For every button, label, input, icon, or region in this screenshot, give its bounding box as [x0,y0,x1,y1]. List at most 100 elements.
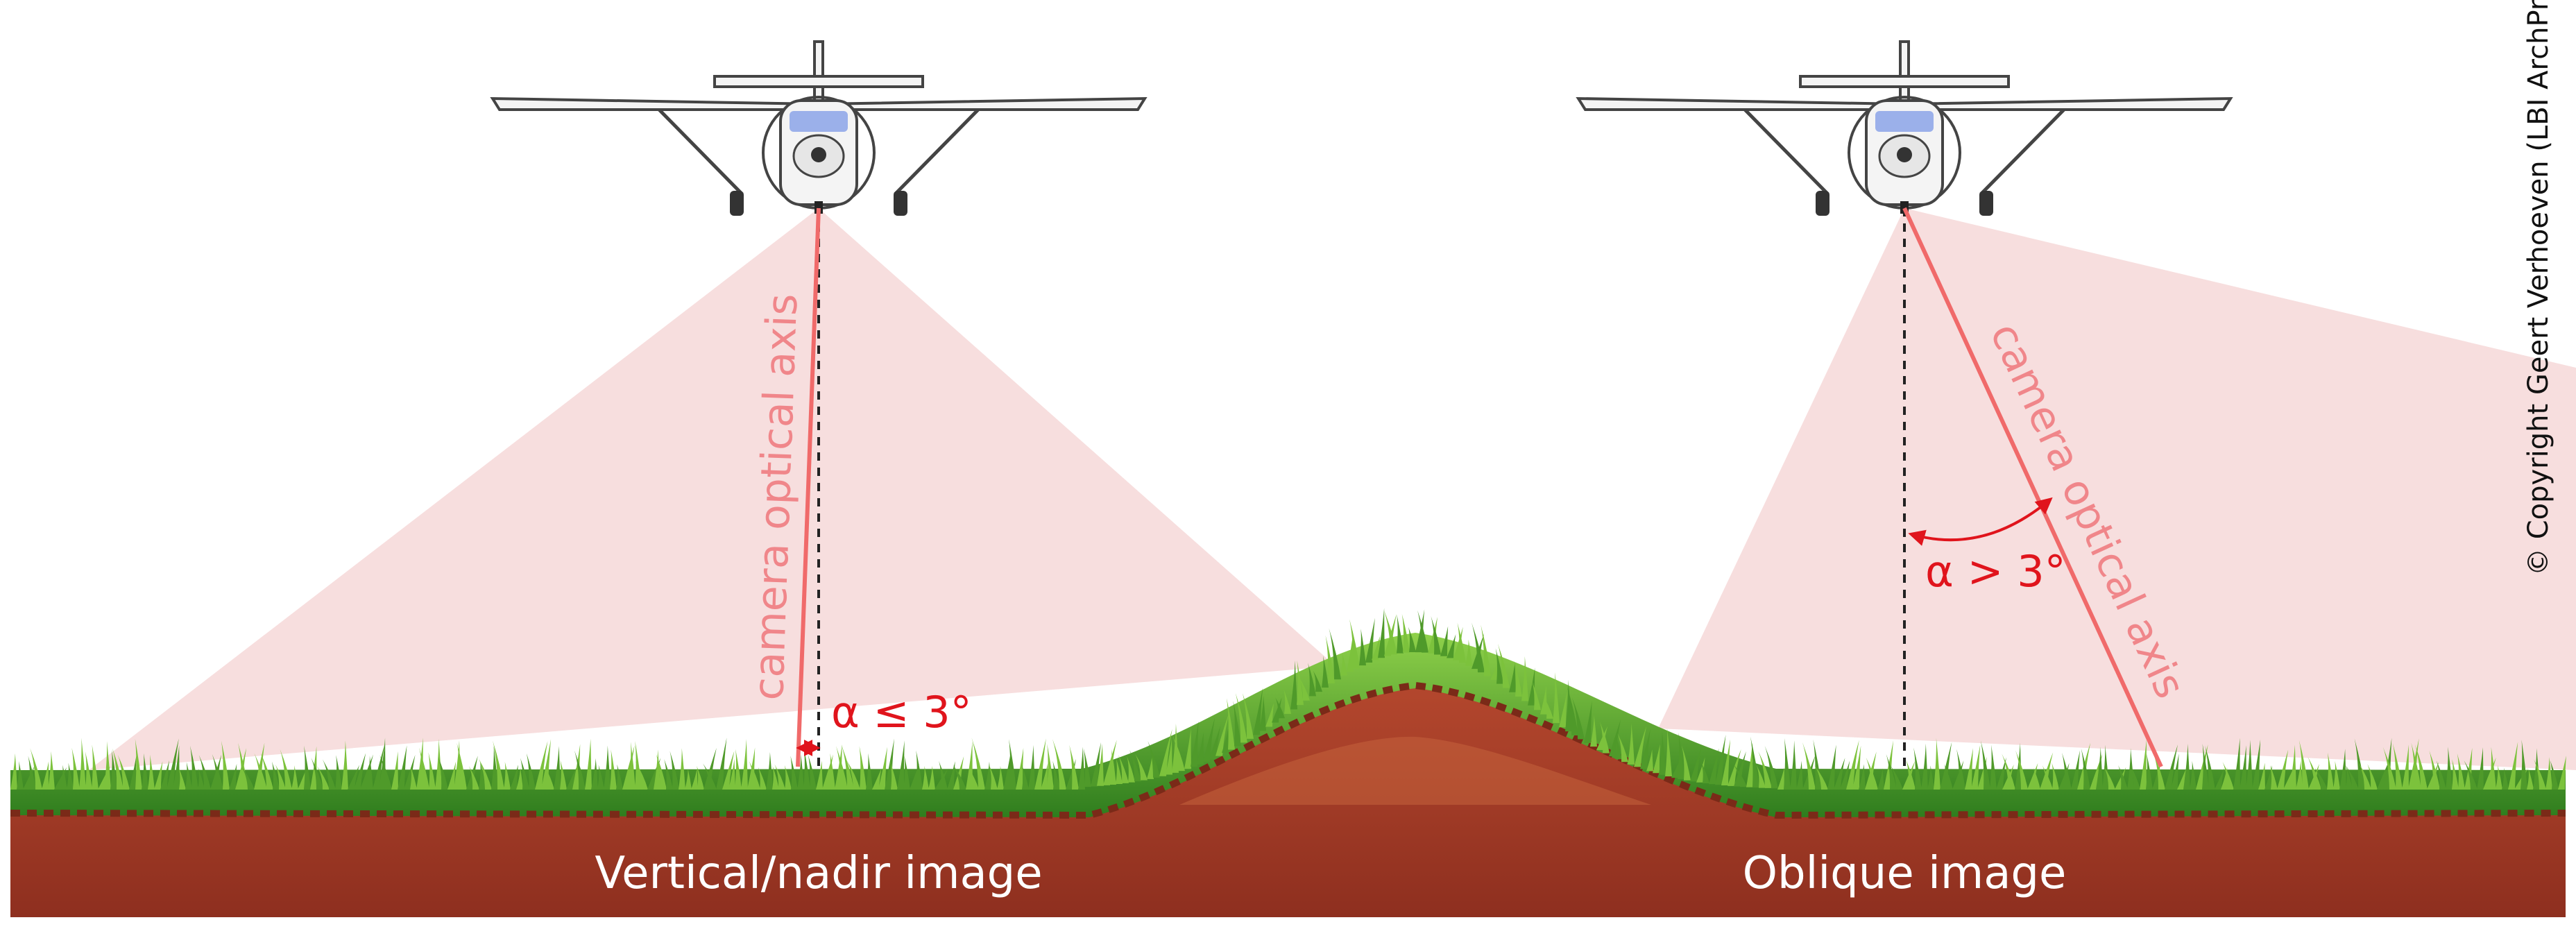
grass-blade [1840,760,1850,790]
grass-blade [1431,616,1441,655]
grass-blade [1646,749,1653,772]
grass-blade [1372,636,1380,660]
grass-blade [516,767,523,790]
grass-blade [221,740,230,790]
grass-blade [491,745,498,790]
grass-blade [238,742,248,790]
grass-blade [816,760,823,790]
grass-blade [2377,760,2390,790]
grass-blade [922,765,929,790]
grass-blade [2183,744,2190,790]
grass-blade [379,755,392,790]
grass-blade [1308,663,1316,697]
grass-blade [1944,764,1953,790]
grass-blade [1509,662,1516,692]
grass-blade [1544,697,1553,719]
grass-blade [1877,768,1884,790]
grass-blade [1259,695,1266,731]
grass-blade [2081,748,2090,790]
camera-icon [811,147,826,162]
grass-blade [2240,745,2246,790]
grass-blade [2502,767,2509,790]
grass-blade [1116,758,1123,785]
left-caption: Vertical/nadir image [595,848,1042,899]
grass-blade [784,765,792,790]
grass-blade [2367,764,2378,790]
grass-blade [1166,738,1172,775]
grass-blade [1715,735,1726,785]
right-angle-label: α > 3° [1925,546,2066,597]
grass-blade [1980,740,1990,790]
grass-blade [493,740,504,790]
grass-blade [2436,760,2446,790]
grass-blade [1028,744,1035,790]
grass-blade [379,738,386,790]
grass-blade [566,763,579,790]
grass-blade [1567,685,1578,735]
grass-blade [1159,728,1172,776]
grass-blade [1665,728,1672,777]
grass-blade [2258,762,2265,790]
grass-blade [1859,764,1866,790]
grass-blade [10,753,17,790]
right-angle-arrow [1908,497,2053,546]
grass-blade [1746,742,1753,787]
grass-blade [1408,627,1416,653]
grass-blade [741,739,748,790]
grass-blade [291,765,298,790]
grass-blade [545,766,554,790]
grass-blade [2222,762,2234,790]
grass-blade [335,755,342,790]
grass-blade [2202,743,2209,790]
grass-blade [969,768,979,790]
grass-blade [229,764,237,790]
grass-blade [790,756,798,790]
grass-blade [2270,765,2278,790]
grass-blade [697,766,704,790]
grass-blade [1927,765,1934,790]
left-footprint [89,208,1336,770]
grass-blade [635,741,642,790]
grass-blade [735,749,742,790]
grass-blade [2090,753,2103,790]
grass-blade [560,760,567,790]
grass-blade [1243,692,1254,739]
grass-blade [1290,660,1297,710]
grass-blade [1777,767,1785,790]
grass-blade [1690,747,1702,782]
grass-blade [2152,762,2160,790]
grass-blade [428,752,436,790]
grass-blade [2489,747,2496,790]
grass-blade [1209,726,1221,759]
grass-blade [1827,744,1836,790]
grass-blade [947,761,955,790]
grass-blade [903,756,910,790]
grass-blade [1283,689,1291,714]
grass-blade [591,758,598,790]
grass-blade [142,753,148,790]
grass-blade [2040,752,2054,790]
grass-blade [2558,756,2566,790]
grass-blade [836,746,848,790]
grass-blade [1497,643,1510,688]
grass-blade [2446,747,2453,790]
grass-blade [71,747,80,790]
grass-blade [1659,731,1666,775]
grass-blade [1118,754,1129,783]
grass-blade [1148,740,1160,778]
grass-blade [1996,757,2006,790]
grass-blade [457,742,467,790]
grass-blade [2015,750,2028,790]
grass-blade [447,761,457,790]
grass-blade [916,750,923,790]
grass-blade [1852,745,1861,790]
grass-blade [654,749,660,790]
grass-blade [1135,753,1148,781]
grass-blade [1495,648,1503,684]
grass-blade [478,758,492,790]
grass-blade [616,764,623,790]
grass-blade [2215,768,2224,790]
grass-blade [2346,765,2353,790]
grass-blade [1440,626,1449,656]
grass-blade [2392,743,2403,790]
